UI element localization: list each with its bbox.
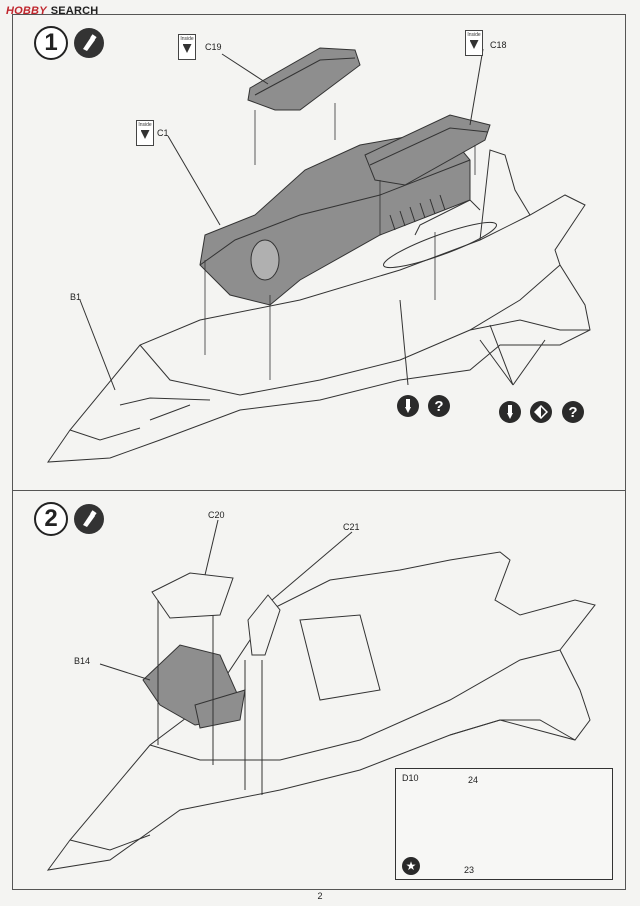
leader-line-paint-a	[399, 299, 409, 386]
inset-detail-box: D10 24 23 ★	[395, 768, 613, 880]
fuselage-b1-panel	[383, 221, 497, 269]
fuselage-b1-tail-fin	[414, 199, 481, 236]
part-c19	[247, 47, 361, 111]
inset-callout-24: 24	[468, 775, 479, 785]
leader-line-c19	[221, 53, 269, 85]
fuselage-b1-canopy-line	[149, 404, 191, 421]
fuselage-step2-wing	[449, 719, 576, 741]
part-c18-fold	[369, 127, 489, 166]
page-frame	[12, 14, 626, 890]
part-c20	[151, 572, 234, 619]
glue-triangle-icon	[469, 40, 479, 49]
leader-line-c18	[469, 48, 484, 126]
question-icon: ?	[428, 395, 450, 417]
inset-part-label: D10	[402, 773, 419, 783]
paint-icon	[499, 401, 521, 423]
part-c21	[247, 594, 281, 656]
watermark-text: SEARCH	[50, 5, 99, 17]
fuselage-step2-spine	[149, 649, 561, 761]
glue-triangle-icon	[182, 44, 192, 53]
glue-icon	[74, 28, 104, 58]
step-2-number: 2	[34, 502, 68, 536]
paint-icon	[397, 395, 419, 417]
leader-line-b1	[79, 299, 116, 391]
inset-callout-23: 23	[464, 865, 475, 875]
glue-icon	[74, 504, 104, 534]
part-c18	[364, 114, 491, 186]
inside-tag: Inside	[465, 30, 483, 56]
step-divider	[12, 490, 626, 491]
part-label-c18: C18	[490, 40, 507, 50]
leader-line-c21	[271, 531, 353, 601]
flip-icon	[530, 401, 552, 423]
step-1-number: 1	[34, 26, 68, 60]
watermark-logo: HOBBY	[6, 5, 47, 17]
star-icon: ★	[402, 857, 420, 875]
leader-line-c20	[204, 519, 219, 576]
part-label-c19: C19	[205, 42, 222, 52]
inside-tag-text: Inside	[467, 32, 481, 38]
page-number: 2	[317, 891, 323, 901]
inside-tag: Inside	[178, 34, 196, 60]
part-label-b1: B1	[70, 292, 82, 302]
fuselage-b1-intake	[119, 397, 211, 406]
part-c1-edge	[199, 159, 471, 266]
part-label-c20: C20	[208, 510, 225, 520]
leader-line-paint-b	[479, 324, 546, 386]
part-b14-lower	[194, 689, 246, 729]
inside-tag-text: Inside	[138, 122, 152, 128]
part-label-b14: B14	[74, 656, 91, 666]
part-c1-intake	[250, 239, 280, 281]
question-icon: ?	[562, 401, 584, 423]
glue-triangle-icon	[140, 130, 150, 139]
leader-line-c1	[167, 135, 221, 226]
part-label-c1: C1	[157, 128, 169, 138]
part-label-c21: C21	[343, 522, 360, 532]
watermark: HOBBY SEARCH	[6, 4, 98, 18]
leader-line-b14	[99, 663, 151, 681]
fuselage-b1-tail	[479, 149, 531, 241]
fuselage-step2-nose	[69, 834, 151, 851]
fuselage-step2-detail	[299, 614, 381, 701]
fuselage-b1-nose-detail	[69, 427, 141, 441]
inside-tag-text: Inside	[180, 36, 194, 42]
fuselage-b1-wing	[469, 319, 590, 331]
fuselage-b1-spine	[139, 264, 561, 396]
part-c19-fold	[254, 57, 356, 96]
inside-tag: Inside	[136, 120, 154, 146]
part-c1-vents	[389, 194, 446, 231]
